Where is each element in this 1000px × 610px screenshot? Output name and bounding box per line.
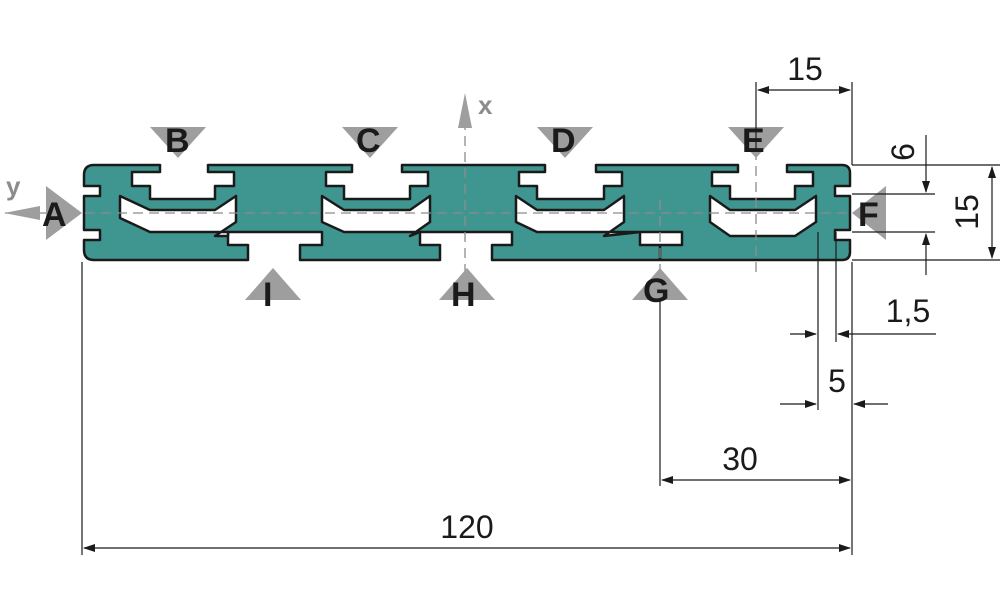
side-label-h: H <box>451 276 476 314</box>
side-label-f: F <box>858 196 879 234</box>
profile-pocket <box>708 194 818 238</box>
marker-d-triangle-icon <box>537 127 593 158</box>
x-axis-arrow-icon <box>458 93 472 128</box>
profile-cross-section <box>82 163 852 262</box>
marker-g-triangle-icon <box>632 268 688 300</box>
marker-i-triangle-icon <box>245 268 301 300</box>
side-label-g: G <box>643 272 669 310</box>
dimension-lines: 120 30 15 15 6 1,5 5 <box>81 51 1000 555</box>
dim-slot-width: 15 <box>787 51 823 87</box>
y-axis-arrow-icon <box>4 206 40 220</box>
marker-a-triangle-icon <box>46 186 82 240</box>
side-label-i: I <box>263 276 272 314</box>
side-label-c: C <box>356 122 381 160</box>
side-label-a: A <box>42 196 67 234</box>
side-label-e: E <box>742 122 765 160</box>
side-label-b: B <box>165 122 190 160</box>
dim-slot-opening: 6 <box>885 143 921 161</box>
marker-h-triangle-icon <box>439 268 495 300</box>
x-axis-label: x <box>478 90 493 120</box>
axis-indicators: x y <box>4 90 493 220</box>
profile-pocket <box>320 194 432 238</box>
marker-f-triangle-icon <box>852 186 886 240</box>
profile-outline <box>82 163 852 262</box>
side-label-d: D <box>551 122 576 160</box>
y-axis-label: y <box>6 171 21 201</box>
profile-pocket <box>514 194 642 238</box>
marker-b-triangle-icon <box>150 127 206 158</box>
dim-slot-pitch: 30 <box>722 441 758 477</box>
dim-slot-depth: 5 <box>828 363 846 399</box>
marker-c-triangle-icon <box>342 127 398 158</box>
side-labels: A B C D E F G H I <box>42 122 879 314</box>
dim-overall-width: 120 <box>440 509 493 545</box>
dim-wall: 1,5 <box>886 293 930 329</box>
dim-height: 15 <box>949 194 985 230</box>
profile-pocket <box>118 194 238 238</box>
